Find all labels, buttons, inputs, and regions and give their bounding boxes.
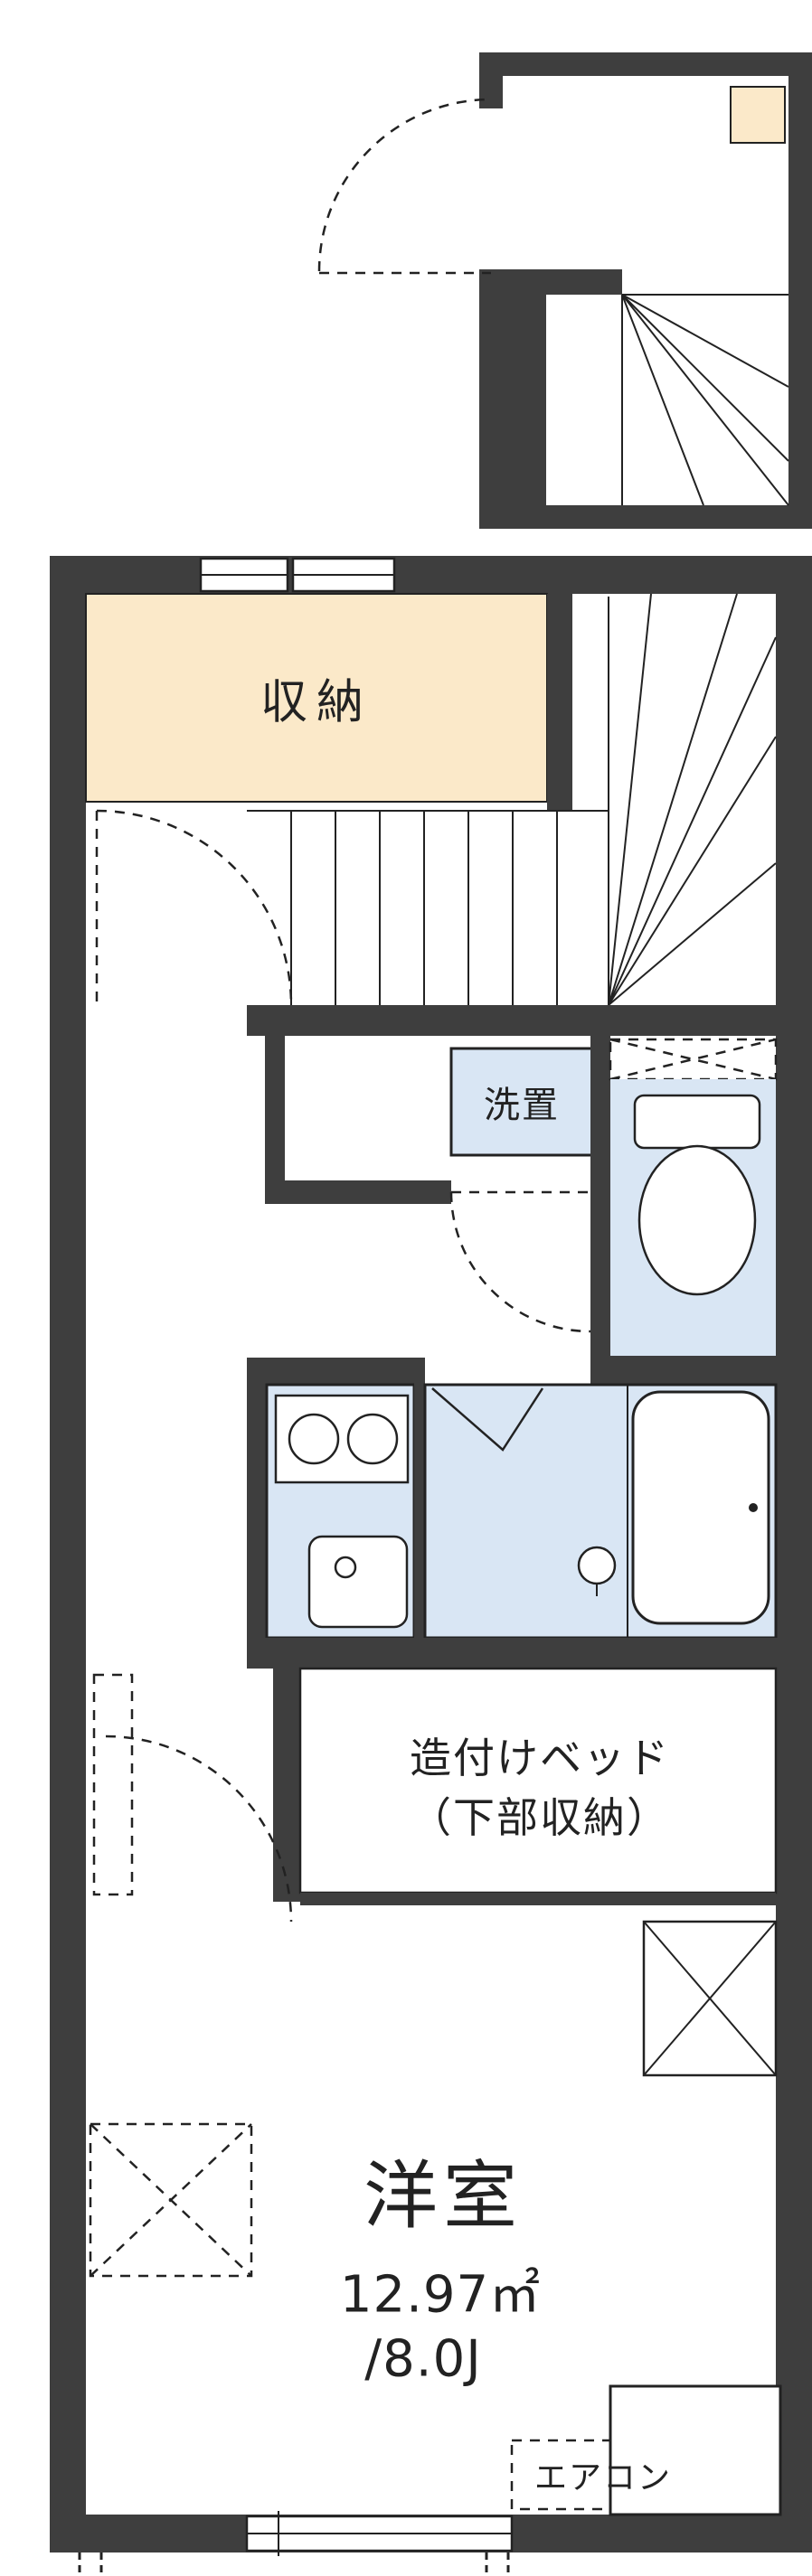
window-top-left bbox=[199, 557, 289, 593]
wall-toilet-bottom bbox=[590, 1356, 812, 1385]
window-top-right bbox=[291, 557, 396, 593]
overhead-cabinet-dashed-x bbox=[609, 1038, 778, 1081]
upper-wall-interior bbox=[479, 269, 622, 295]
upper-floor-plan bbox=[317, 52, 812, 529]
burner-left bbox=[288, 1413, 340, 1465]
straight-stairs bbox=[247, 597, 609, 1005]
kitchen-sink bbox=[307, 1535, 409, 1629]
toilet-fixture bbox=[633, 1094, 761, 1296]
corridor-dashed-closet bbox=[92, 1673, 134, 1896]
room-area-m2: 12.97㎡ bbox=[339, 2265, 542, 2325]
stair-door-swing bbox=[95, 809, 293, 1006]
bathtub-drain bbox=[749, 1503, 758, 1512]
upper-wall-top bbox=[479, 52, 812, 76]
upper-cabinet bbox=[730, 86, 786, 144]
bath-folding-door bbox=[431, 1387, 544, 1452]
wall-bed-left bbox=[273, 1669, 300, 1902]
wall-closet-stairs bbox=[547, 594, 572, 811]
room-area-jo: /8.0J bbox=[364, 2329, 482, 2389]
wall-below-stairs bbox=[247, 1005, 812, 1036]
upper-wall-right bbox=[788, 52, 812, 529]
bathtub bbox=[631, 1390, 770, 1625]
bed-area bbox=[298, 1667, 778, 1894]
wall-kitchen-left bbox=[247, 1358, 267, 1669]
wall-washroom-left bbox=[265, 1036, 285, 1204]
bed-label-line1: 造付けベッド bbox=[410, 1734, 670, 1782]
wall-kitchen-top bbox=[267, 1358, 414, 1385]
diagonal-box-right bbox=[642, 1920, 778, 2077]
upper-wall-left-lower bbox=[479, 269, 546, 529]
bath-floor-drain bbox=[577, 1546, 617, 1596]
wall-washroom-bottom bbox=[265, 1180, 451, 1204]
dashed-wall-continuation bbox=[78, 2552, 510, 2576]
bed-label-line2: （下部収納） bbox=[410, 1793, 670, 1842]
winder-stairs bbox=[608, 593, 777, 1006]
main-wall-right bbox=[776, 556, 812, 2552]
wall-below-bath bbox=[247, 1638, 812, 1669]
aircon-label: エアコン bbox=[533, 2459, 673, 2496]
wall-kitchen-bath-divider bbox=[414, 1358, 425, 1638]
room-door-swing bbox=[105, 1735, 293, 1923]
burner-right bbox=[346, 1413, 399, 1465]
washer-label: 洗置 bbox=[484, 1085, 560, 1126]
bed-bottom-edge bbox=[300, 1893, 776, 1905]
main-floor-plan bbox=[50, 556, 812, 2576]
main-wall-left bbox=[50, 556, 86, 2552]
washroom-door-swing bbox=[449, 1190, 591, 1333]
dashed-x-box-left bbox=[89, 2122, 253, 2278]
washer-area bbox=[449, 1047, 594, 1157]
upper-winder-stairs bbox=[621, 294, 789, 506]
room-name-label: 洋室 bbox=[363, 2153, 524, 2240]
wall-toilet-left bbox=[590, 1036, 610, 1385]
entry-recess bbox=[609, 2384, 782, 2516]
closet-area bbox=[85, 593, 548, 803]
sink-drain bbox=[334, 1556, 357, 1579]
upper-door-swing bbox=[317, 98, 492, 275]
closet-label: 収納 bbox=[260, 675, 373, 730]
kitchen-stove bbox=[274, 1394, 410, 1484]
window-bottom bbox=[245, 2511, 514, 2556]
main-wall-top bbox=[50, 556, 812, 594]
